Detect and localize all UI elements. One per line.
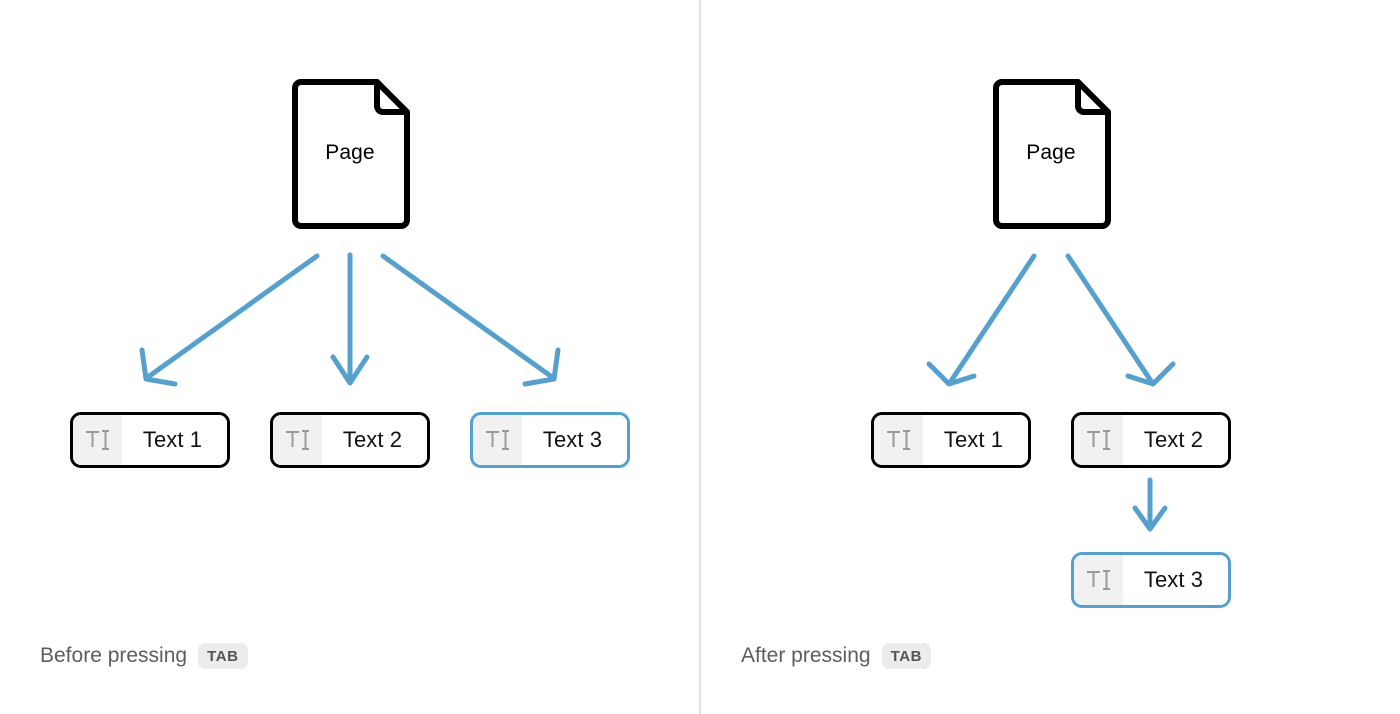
text-cursor-icon xyxy=(1074,555,1123,605)
text-node-text-3[interactable]: Text 3 xyxy=(470,412,630,468)
text-node-text-3[interactable]: Text 3 xyxy=(1071,552,1231,608)
text-node-label: Text 2 xyxy=(322,415,427,465)
text-cursor-icon xyxy=(273,415,322,465)
page-node-label: Page xyxy=(325,141,375,164)
text-cursor-icon xyxy=(1074,415,1123,465)
text-node-text-2[interactable]: Text 2 xyxy=(1071,412,1231,468)
text-node-label: Text 2 xyxy=(1123,415,1228,465)
page-node-label: Page xyxy=(1026,141,1076,164)
arrow-page-to-text2-head xyxy=(1125,361,1176,387)
caption-text: After pressing xyxy=(741,644,871,667)
page-document-icon xyxy=(993,79,1111,229)
kbd-tab-badge: TAB xyxy=(881,643,932,669)
caption-before: Before pressing TAB xyxy=(40,643,248,669)
caption-after: After pressing TAB xyxy=(741,643,932,669)
text-node-label: Text 1 xyxy=(923,415,1028,465)
arrow-page-to-text1-head xyxy=(926,361,977,387)
arrow-page-to-text3 xyxy=(380,253,555,380)
kbd-tab-badge: TAB xyxy=(198,643,248,669)
text-node-text-1[interactable]: Text 1 xyxy=(871,412,1031,468)
arrow-text2-to-text3-head xyxy=(1132,505,1168,532)
text-node-label: Text 3 xyxy=(1123,555,1228,605)
arrow-page-to-text2 xyxy=(1065,253,1154,384)
panel-after-pressing-tab: Page Text 1 xyxy=(701,0,1400,714)
page-document-icon xyxy=(292,79,410,229)
page-node-before[interactable]: Page xyxy=(290,79,410,229)
panel-divider xyxy=(699,0,701,714)
arrow-page-to-text1-head xyxy=(139,347,178,387)
text-cursor-icon xyxy=(874,415,923,465)
caption-text: Before pressing xyxy=(40,644,188,667)
text-node-label: Text 1 xyxy=(122,415,227,465)
text-node-text-1[interactable]: Text 1 xyxy=(70,412,230,468)
text-cursor-icon xyxy=(73,415,122,465)
text-cursor-icon xyxy=(473,415,522,465)
arrow-page-to-text3-head xyxy=(522,347,561,387)
page-node-after[interactable]: Page xyxy=(991,79,1111,229)
arrow-page-to-text1 xyxy=(948,253,1037,384)
arrow-page-to-text1 xyxy=(145,253,320,380)
text-node-text-2[interactable]: Text 2 xyxy=(270,412,430,468)
panel-before-pressing-tab: Page Text 1 xyxy=(0,0,699,714)
arrow-page-to-text2-head xyxy=(330,354,370,386)
text-node-label: Text 3 xyxy=(522,415,627,465)
